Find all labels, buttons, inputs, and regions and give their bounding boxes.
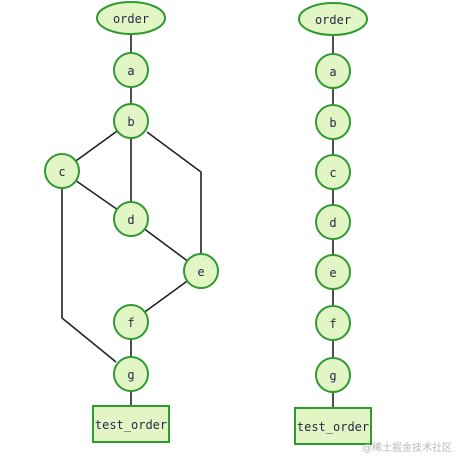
node-a-circle — [315, 53, 351, 89]
node-f: f — [315, 305, 351, 341]
node-c: c — [315, 154, 351, 190]
node-g-circle — [315, 357, 351, 393]
node-order-ellipse — [298, 2, 368, 36]
node-d-circle — [315, 204, 351, 240]
node-b: b — [113, 103, 149, 139]
node-f-circle — [315, 305, 351, 341]
node-b-label: b — [127, 115, 134, 129]
node-c-circle — [44, 153, 80, 189]
node-a-circle — [113, 52, 149, 88]
node-a-label: a — [127, 64, 134, 78]
node-b: b — [315, 104, 351, 140]
node-test_order-box — [294, 407, 372, 445]
node-e-label: e — [329, 266, 336, 280]
node-e-label: e — [197, 265, 204, 279]
watermark: @稀土掘金技术社区 — [362, 443, 452, 454]
node-order-ellipse — [96, 1, 166, 35]
node-g: g — [113, 356, 149, 392]
node-test_order-label: test_order — [297, 420, 369, 434]
node-d-label: d — [127, 213, 134, 227]
node-g-label: g — [329, 369, 336, 383]
node-a-label: a — [329, 65, 336, 79]
node-f-label: f — [127, 316, 134, 330]
node-order-label: order — [315, 13, 351, 27]
node-b-circle — [113, 103, 149, 139]
node-d: d — [315, 204, 351, 240]
node-e-circle — [315, 254, 351, 290]
node-c-label: c — [58, 165, 65, 179]
node-test_order-box — [92, 405, 170, 443]
node-order: order — [96, 1, 166, 35]
node-e: e — [183, 253, 219, 289]
node-order: order — [298, 2, 368, 36]
edge-c-g — [61, 188, 117, 363]
node-g: g — [315, 357, 351, 393]
node-test_order-label: test_order — [95, 418, 167, 432]
node-e-circle — [183, 253, 219, 289]
node-a: a — [315, 53, 351, 89]
node-b-circle — [315, 104, 351, 140]
node-b-label: b — [329, 116, 336, 130]
node-f: f — [113, 304, 149, 340]
node-c-circle — [315, 154, 351, 190]
node-test_order: test_order — [294, 407, 372, 445]
node-d-circle — [113, 201, 149, 237]
node-test_order: test_order — [92, 405, 170, 443]
node-g-label: g — [127, 368, 134, 382]
node-a: a — [113, 52, 149, 88]
right-graph: order a b c d e f g test_order — [294, 2, 372, 445]
node-c: c — [44, 153, 80, 189]
node-order-label: order — [113, 12, 149, 26]
node-d: d — [113, 201, 149, 237]
node-d-label: d — [329, 216, 336, 230]
node-f-circle — [113, 304, 149, 340]
left-graph: order a b c d e f g test_order — [44, 1, 219, 443]
node-c-label: c — [329, 166, 336, 180]
edge-b-e — [146, 131, 202, 254]
node-f-label: f — [329, 317, 336, 331]
node-e: e — [315, 254, 351, 290]
node-g-circle — [113, 356, 149, 392]
